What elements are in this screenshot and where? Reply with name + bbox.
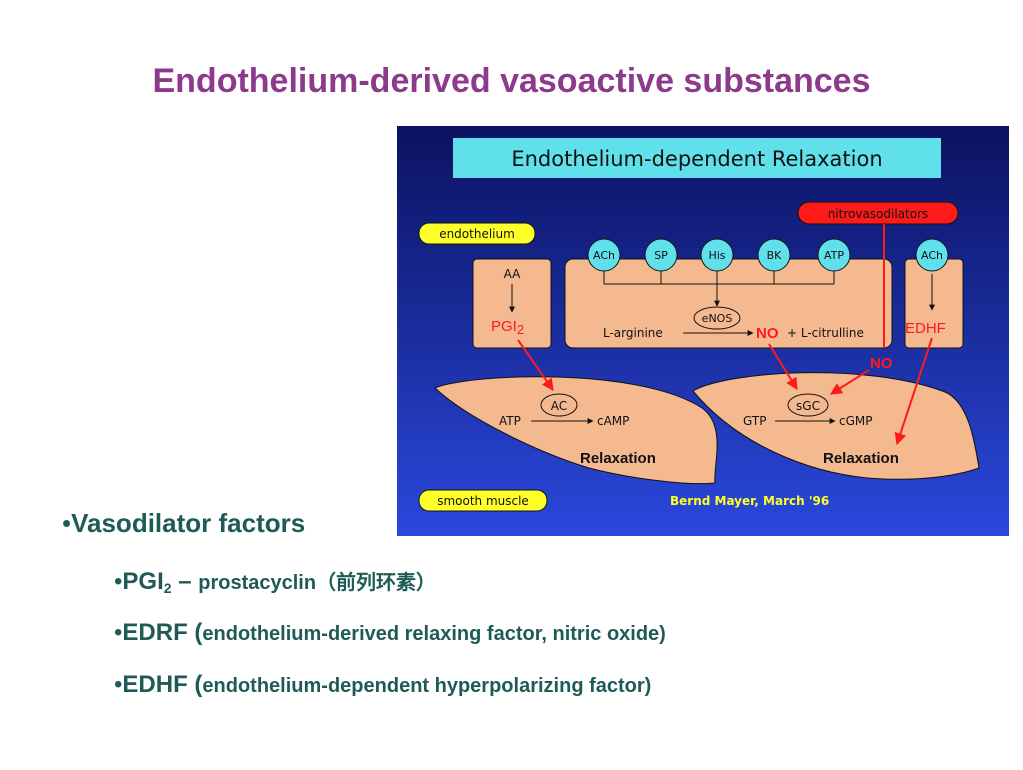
nitrovasodilators-tag bbox=[797, 201, 959, 225]
edrf-description: endothelium-derived relaxing factor, nit… bbox=[202, 623, 666, 645]
figure-heading: Endothelium-dependent Relaxation bbox=[511, 147, 882, 171]
edhf-to-smc-arrow bbox=[894, 337, 933, 446]
figure-credit: Bernd Mayer, March '96 bbox=[670, 494, 829, 508]
bullet-edrf: •EDRF (endothelium-derived relaxing fact… bbox=[114, 619, 666, 647]
agonist-his-circle bbox=[700, 238, 734, 272]
cgmp-label: cGMP bbox=[839, 414, 873, 428]
gtp-label: GTP bbox=[743, 414, 766, 428]
endothelium-label: endothelium bbox=[439, 227, 515, 241]
pgi2-dash: – bbox=[171, 568, 199, 595]
agonist-sp: SP bbox=[654, 249, 668, 262]
aa-label: AA bbox=[504, 267, 522, 281]
bullet-edhf: •EDHF (endothelium-dependent hyperpolari… bbox=[114, 671, 651, 699]
bullet-dot: • bbox=[62, 508, 72, 538]
no-right-to-sgc-arrow bbox=[829, 369, 870, 395]
agonist-ach-circle bbox=[587, 238, 621, 272]
bullet-dot: • bbox=[114, 671, 123, 698]
pgi2-to-ac-arrow bbox=[517, 339, 554, 391]
agonist-atp: ATP bbox=[824, 249, 844, 262]
agonist-bk-circle bbox=[757, 238, 791, 272]
pgi2-description: prostacyclin（前列环素） bbox=[198, 572, 437, 594]
smooth-muscle-tag bbox=[418, 489, 548, 512]
enos-ellipse bbox=[693, 306, 741, 330]
pgi2-base: PGI bbox=[491, 318, 517, 335]
smooth-muscle-label: smooth muscle bbox=[437, 494, 529, 508]
figure-heading-box bbox=[453, 138, 941, 178]
bullet-dot: • bbox=[114, 619, 123, 646]
bullet-vasodilator-factors: •Vasodilator factors bbox=[62, 508, 402, 539]
agonist-ach-right-circle bbox=[915, 238, 949, 272]
camp-label: cAMP bbox=[597, 414, 629, 428]
bullet-dot: • bbox=[114, 568, 123, 595]
l-arginine-label: L-arginine bbox=[603, 326, 663, 340]
agonist-sp-circle bbox=[644, 238, 678, 272]
smooth-muscle-cell-left bbox=[434, 376, 718, 485]
agonist-ach-right: ACh bbox=[921, 249, 943, 262]
nitrovasodilators-label: nitrovasodilators bbox=[828, 207, 929, 221]
enos-label: eNOS bbox=[702, 312, 733, 325]
relaxation-right: Relaxation bbox=[823, 450, 899, 467]
slide-title: Endothelium-derived vasoactive substance… bbox=[152, 62, 871, 100]
agonist-atp-circle bbox=[817, 238, 851, 272]
ac-label: AC bbox=[551, 399, 567, 413]
ac-ellipse bbox=[540, 393, 578, 417]
relaxation-left: Relaxation bbox=[580, 450, 656, 467]
edhf-label: EDHF bbox=[905, 320, 946, 337]
sgc-label: sGC bbox=[796, 399, 820, 413]
citrulline-label: + L-citrulline bbox=[787, 326, 864, 340]
smooth-muscle-cell-right bbox=[692, 372, 980, 480]
pgi2-name: PGI bbox=[122, 568, 164, 595]
agonist-bk: BK bbox=[767, 249, 783, 262]
atp-label: ATP bbox=[499, 414, 521, 428]
sgc-ellipse bbox=[787, 393, 829, 417]
agonist-group: ACh SP His BK ATP ACh bbox=[587, 238, 949, 307]
pgi2-label: PGI2 bbox=[491, 318, 524, 337]
edhf-description: endothelium-dependent hyperpolarizing fa… bbox=[202, 675, 652, 697]
pgi2-subscript: 2 bbox=[517, 322, 524, 337]
bullet-vasodilator-text: Vasodilator factors bbox=[71, 508, 306, 538]
pgi2-sub: 2 bbox=[163, 580, 172, 596]
edrf-name: EDRF ( bbox=[122, 619, 203, 646]
endothelium-relaxation-diagram: Endothelium-dependent Relaxation nitrova… bbox=[397, 126, 1009, 536]
endothelium-tag bbox=[418, 222, 536, 245]
no-right-label: NO bbox=[870, 355, 893, 372]
bullet-pgi2: •PGI2 – prostacyclin（前列环素） bbox=[114, 566, 436, 596]
agonist-his: His bbox=[708, 249, 725, 262]
edhf-name: EDHF ( bbox=[122, 671, 203, 698]
no-center-label: NO bbox=[756, 325, 779, 342]
agonist-ach: ACh bbox=[593, 249, 615, 262]
no-to-sgc-arrow bbox=[768, 343, 798, 391]
